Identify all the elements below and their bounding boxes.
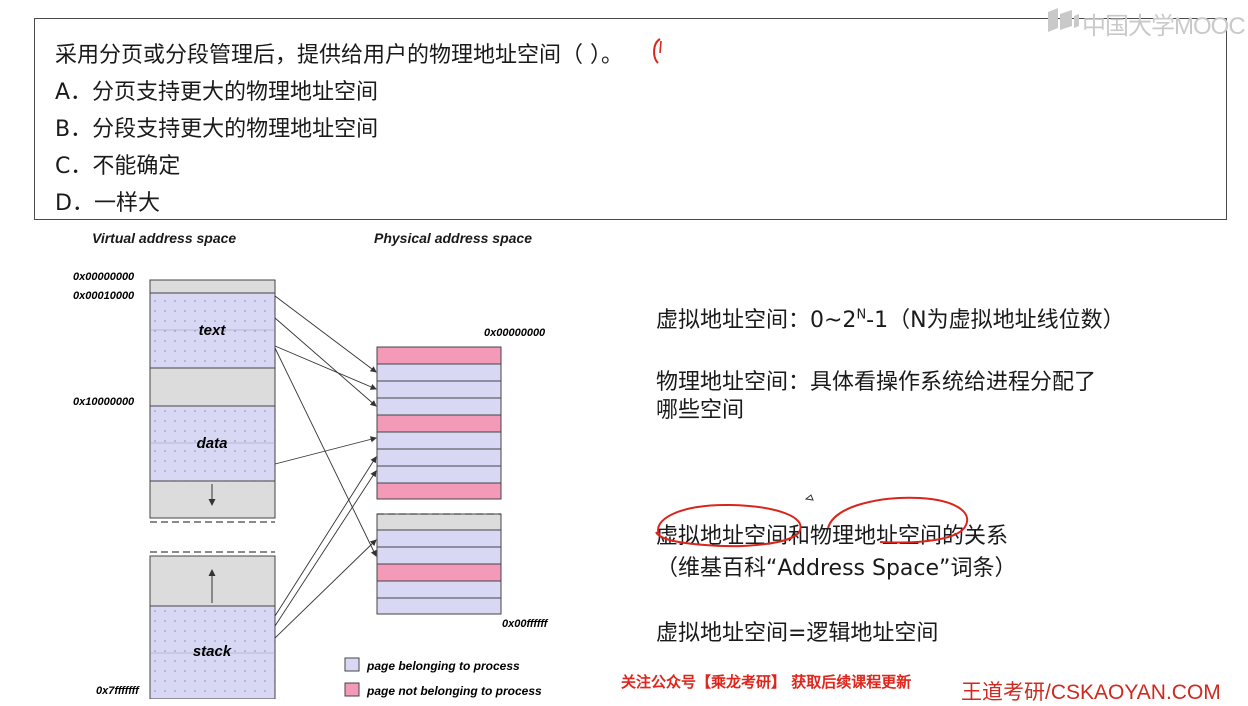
physical-page (376, 513, 502, 531)
note-virtual-prefix: 虚拟地址空间：0~2 (656, 308, 857, 333)
option-b[interactable]: B．分段支持更大的物理地址空间 (55, 117, 379, 142)
option-c[interactable]: C．不能确定 (55, 154, 181, 179)
mooc-logo-text: 中国大学MOOC (1082, 13, 1246, 40)
promo-text: 关注公众号【乘龙考研】 获取后续课程更新 (621, 673, 912, 691)
note-virtual-suffix: -1（N为虚拟地址线位数） (866, 308, 1125, 333)
physical-page (376, 597, 502, 615)
physical-space-title: Physical address space (374, 230, 532, 246)
virtual-addr-3: 0x7fffffff (96, 685, 140, 697)
virtual-reserved-block (149, 279, 276, 294)
question-box: 采用分页或分段管理后，提供给用户的物理地址空间（ ）。 A．分页支持更大的物理地… (34, 18, 1227, 220)
note-virtual-sup: N (856, 307, 867, 323)
legend-belonging-swatch (344, 657, 360, 672)
legend-not-belonging-swatch (344, 682, 360, 697)
physical-page (376, 431, 502, 450)
physical-page (376, 465, 502, 484)
option-d[interactable]: D．一样大 (55, 191, 160, 216)
option-a[interactable]: A．分页支持更大的物理地址空间 (55, 80, 379, 105)
question-text: 采用分页或分段管理后，提供给用户的物理地址空间（ ）。 (55, 43, 623, 68)
physical-page (376, 380, 502, 399)
mooc-logo: 中国大学MOOC (1042, 2, 1246, 40)
virtual-address-column (149, 279, 276, 699)
legend-belonging-label: page belonging to process (366, 659, 520, 673)
virtual-data-segment (149, 405, 276, 482)
physical-page (376, 529, 502, 548)
segment-label-text: text (199, 322, 227, 339)
virtual-addr-2: 0x10000000 (73, 396, 135, 408)
physical-page (376, 580, 502, 599)
mapping-arrows (274, 295, 377, 639)
virtual-text-segment (149, 292, 276, 369)
physical-page (376, 482, 502, 500)
virtual-stack-segment (149, 605, 276, 699)
physical-page (376, 363, 502, 382)
mooc-logo-icon (1048, 8, 1079, 32)
segment-label-stack: stack (193, 643, 232, 660)
legend-not-belonging-label: page not belonging to process (366, 684, 542, 698)
note-physical-space-2: 哪些空间 (656, 398, 745, 423)
brand-text: 王道考研/CSKAOYAN.COM (961, 681, 1221, 704)
address-space-diagram: Virtual address space Physical address s… (73, 230, 549, 699)
physical-address-column (376, 346, 502, 615)
physical-page (376, 563, 502, 582)
note-relation-1: 虚拟地址空间和物理地址空间的关系 (656, 524, 1009, 549)
virtual-gap-1 (149, 367, 276, 407)
physical-addr-start: 0x00000000 (484, 327, 546, 339)
note-physical-space-1: 物理地址空间：具体看操作系统给进程分配了 (656, 370, 1097, 395)
note-equivalence: 虚拟地址空间=逻辑地址空间 (656, 621, 939, 646)
physical-page (376, 346, 502, 365)
handwritten-answer-mark (653, 38, 662, 64)
segment-label-data: data (197, 435, 228, 452)
note-relation-2: （维基百科“Address Space”词条） (656, 556, 1017, 581)
virtual-addr-0: 0x00000000 (73, 271, 135, 283)
physical-page (376, 397, 502, 416)
physical-page (376, 546, 502, 565)
physical-page (376, 448, 502, 467)
physical-addr-end: 0x00ffffff (502, 618, 549, 630)
note-virtual-space: 虚拟地址空间：0~2N-1（N为虚拟地址线位数） (656, 302, 1125, 334)
virtual-addr-1: 0x00010000 (73, 290, 135, 302)
physical-page (376, 414, 502, 433)
virtual-space-title: Virtual address space (92, 230, 236, 246)
